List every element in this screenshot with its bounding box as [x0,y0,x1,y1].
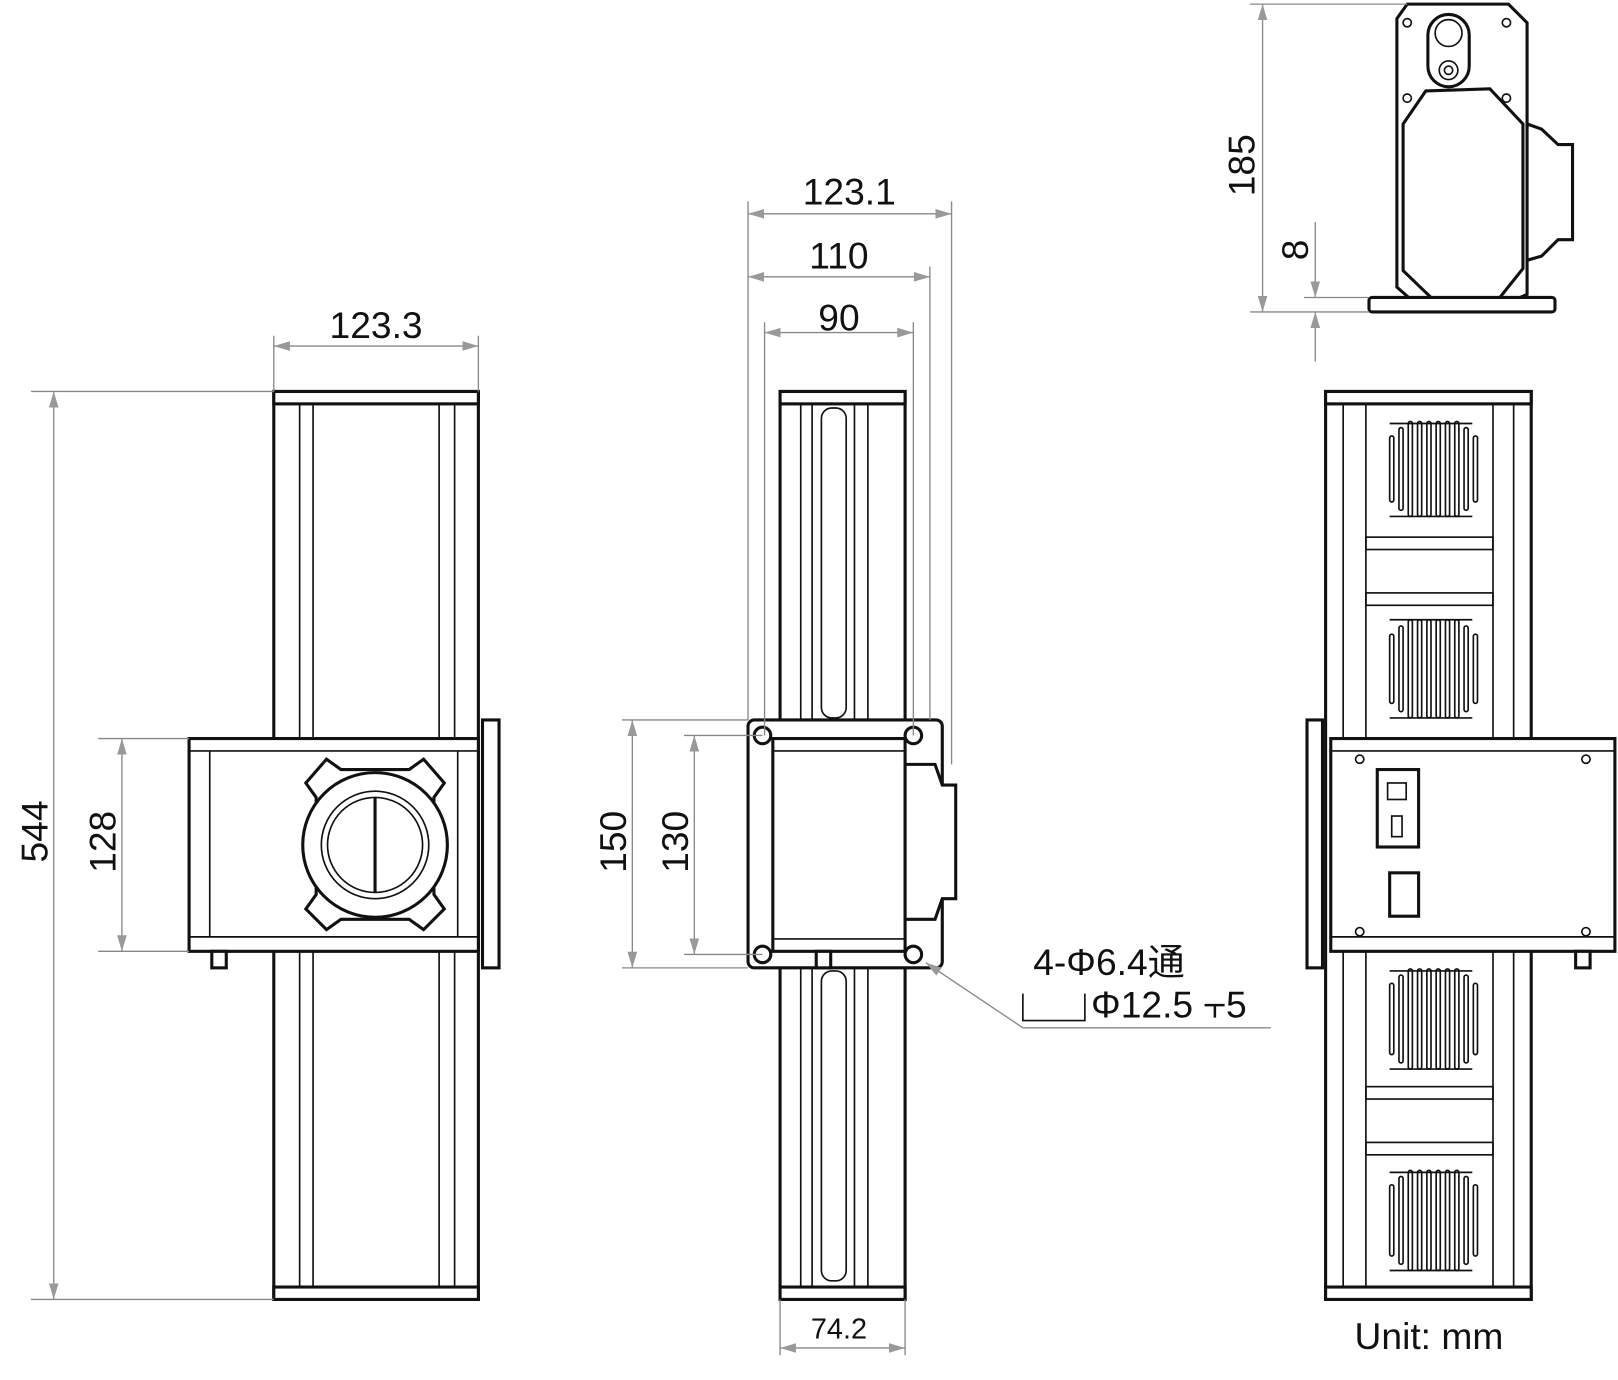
top-view [1367,2,1575,314]
vent-slot [1426,1169,1432,1272]
dim-profile-width: 74.2 [811,1314,867,1346]
callout-through-hole: 4-Φ6.4通 [1033,941,1185,983]
vent-slot [1453,968,1460,1070]
vent-slot [1426,968,1432,1070]
dim-flange-height: 150 [592,811,634,873]
vent-slot [1453,1169,1460,1272]
vent-slot [1435,618,1442,719]
vent-slot [1472,435,1479,503]
vent-slot [1426,420,1432,518]
vent-slot [1398,625,1404,713]
front-dimensions: 123.3 544 128 [14,304,480,1301]
dim-top-height: 185 [1220,134,1262,196]
vent-slot [1407,420,1414,518]
hole-callout: 4-Φ6.4通 Φ12.5 ⫟5 [925,941,1271,1029]
vent-slot [1463,1175,1470,1266]
vent-slot [1388,982,1395,1056]
dim-side-total-width: 123.1 [803,171,896,213]
vent-slot [1416,1169,1423,1272]
vent-slot [1444,1169,1451,1272]
vent-slot [1472,633,1479,705]
vent-slot [1463,625,1470,713]
vent-slot [1407,1169,1414,1272]
dim-base-thickness: 8 [1274,240,1316,261]
vent-slot [1435,1169,1442,1272]
vent-slot [1407,618,1414,719]
dim-hole-spacing-h: 90 [818,297,859,339]
dim-hole-spacing-v: 130 [654,811,696,873]
vent-slot [1416,618,1423,719]
vent-slot [1426,618,1432,719]
front-view [187,389,501,1301]
vent-slot [1388,633,1395,705]
vent-slot [1398,426,1404,512]
callout-counterbore: Φ12.5 ⫟5 [1091,983,1247,1025]
vent-slot [1463,974,1470,1064]
vent-slot [1435,420,1442,518]
vent-slot [1416,968,1423,1070]
back-view [1305,389,1617,1301]
dim-front-width: 123.3 [330,304,423,346]
vent-slot [1435,968,1442,1070]
vent-slot [1472,1183,1479,1257]
vent-slot [1388,435,1395,503]
top-dimensions: 185 8 [1220,3,1408,362]
vent-slot [1444,968,1451,1070]
vent-slot [1444,618,1451,719]
dim-box-height: 128 [82,811,124,873]
unit-label: Unit: mm [1355,1315,1504,1357]
vent-slot [1472,982,1479,1056]
dim-flange-width: 110 [809,235,868,277]
vent-slot [1398,1175,1404,1266]
side-dimensions: 123.1 110 90 74.2 150 130 [592,171,953,1356]
vent-slot [1453,618,1460,719]
vent-slot [1463,426,1470,512]
side-view [746,389,958,1301]
vent-slot [1407,968,1414,1070]
vent-slot [1388,1183,1395,1257]
back-vent-slots [1388,420,1479,1272]
vent-slot [1453,420,1460,518]
vent-slot [1416,420,1423,518]
vent-slot [1444,420,1451,518]
vent-slot [1398,974,1404,1064]
dim-front-height: 544 [14,800,56,862]
